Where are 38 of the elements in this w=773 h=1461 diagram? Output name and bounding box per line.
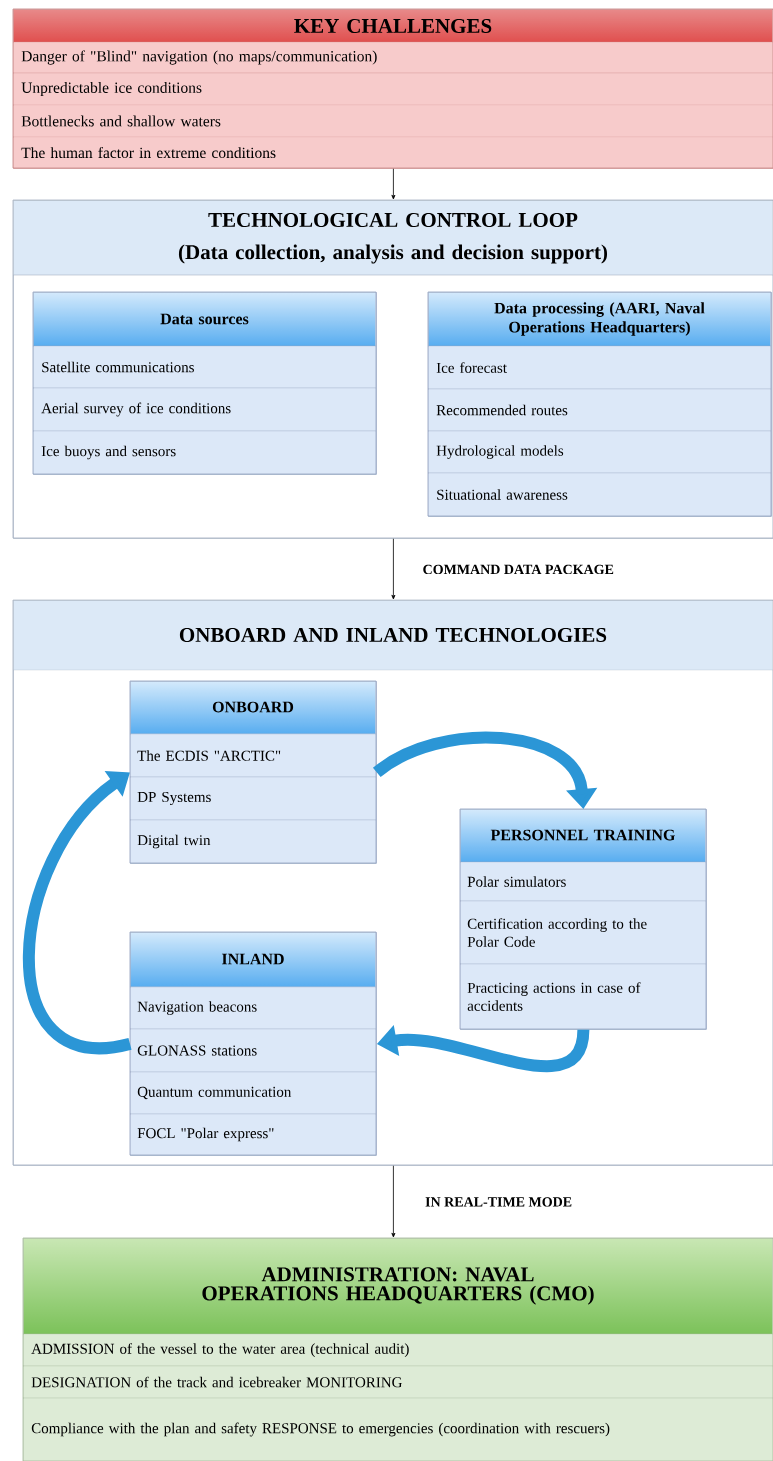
table-row: Aerial survey of ice conditions <box>32 388 377 432</box>
table-row: Hydrological models <box>427 431 772 474</box>
table-header: Data sources <box>32 313 377 347</box>
table-header: Data processing (AARI, Naval Operations Headquarters) <box>427 302 772 347</box>
table-row: Ice forecast <box>427 346 772 390</box>
arrow <box>391 1165 396 1238</box>
table-row: DP Systems <box>129 777 377 821</box>
table-row: DESIGNATION of the track and icebreaker MONITORING <box>22 1366 773 1399</box>
table-row: Certification according to the Polar Code <box>459 901 707 965</box>
table-row: Satellite communications <box>32 346 377 389</box>
table-row: ADMISSION of the vessel to the water area (technical audit) <box>22 1334 773 1367</box>
table-row: Bottlenecks and shallow waters <box>12 105 773 138</box>
table-row: Ice buoys and sensors <box>33 431 376 474</box>
table-header: ONBOARD <box>129 701 377 735</box>
table-header: ADMINISTRATION: NAVAL OPERATIONS HEADQUARTERS (CMO) <box>22 1267 773 1335</box>
table-header: PERSONNEL TRAINING <box>459 829 707 863</box>
arrow <box>23 771 131 1054</box>
table-row: Unpredictable ice conditions <box>12 73 773 106</box>
table-header: KEY CHALLENGES <box>12 18 773 43</box>
table-row: The human factor in extreme conditions <box>13 137 773 168</box>
section-heading: ONBOARD AND INLAND TECHNOLOGIES <box>12 627 773 671</box>
table-row: Danger of "Blind" navigation (no maps/communication) <box>12 42 773 74</box>
edge-label: IN REAL-TIME MODE <box>424 1196 574 1208</box>
table-row: Recommended routes <box>427 389 772 432</box>
table-row: The ECDIS "ARCTIC" <box>129 734 377 778</box>
table-row: FOCL "Polar express" <box>130 1114 376 1155</box>
table-row: GLONASS stations <box>129 1029 377 1073</box>
table-row: Situational awareness <box>428 473 771 516</box>
table-row: Navigation beacons <box>129 987 377 1030</box>
section-heading: TECHNOLOGICAL CONTROL LOOP (Data collection, analysis and decision support) <box>12 212 773 276</box>
table-row: Compliance with the plan and safety RESPONSE to emergencies (coordination with rescuers) <box>23 1398 773 1461</box>
table-row: Polar simulators <box>459 862 707 902</box>
table-row: Digital twin <box>130 820 376 863</box>
table-row: Practicing actions in case of accidents <box>460 964 706 1029</box>
arrow <box>391 538 396 600</box>
table-row: Quantum communication <box>129 1072 377 1115</box>
table-header: INLAND <box>129 953 377 988</box>
arrow <box>391 168 396 200</box>
